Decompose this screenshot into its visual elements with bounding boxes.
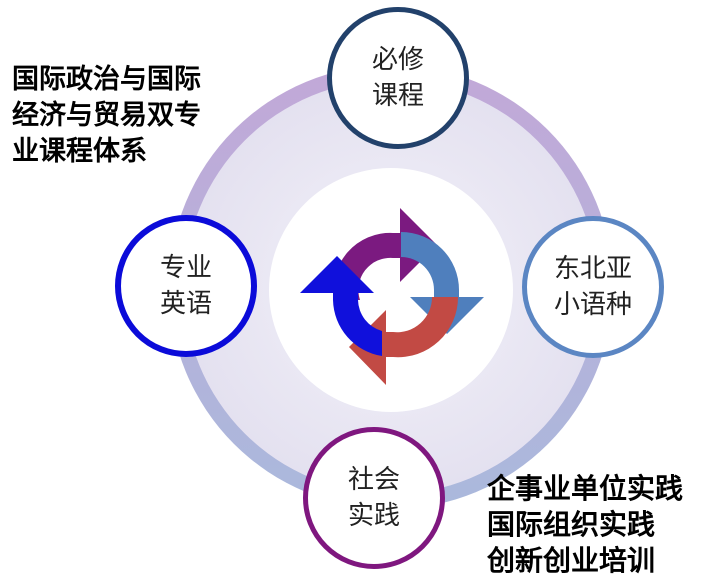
bottom-note-line: 国际组织实践 — [487, 508, 656, 541]
node-label: 专业 — [159, 253, 212, 283]
node-label: 东北亚 — [553, 254, 632, 284]
node-professional-english: 专业 英语 — [115, 215, 257, 357]
left-note-line: 经济与贸易双专 — [12, 100, 201, 131]
left-note-line: 业课程体系 — [12, 136, 147, 167]
node-required-courses: 必修 课程 — [327, 7, 469, 149]
arrow-purple — [333, 208, 437, 300]
left-note: 国际政治与国际 经济与贸易双专 业课程体系 — [12, 62, 201, 170]
arrow-blue — [401, 232, 484, 334]
hub-circle — [269, 168, 513, 412]
bottom-note: 企事业单位实践 国际组织实践 创新创业培训 — [487, 471, 683, 579]
node-northeast-asia-languages: 东北亚 小语种 — [522, 216, 664, 358]
bottom-note-line: 企事业单位实践 — [487, 472, 684, 505]
node-label: 社会 — [347, 465, 400, 495]
node-label: 必修 — [371, 45, 424, 75]
node-label: 小语种 — [553, 290, 632, 320]
node-social-practice: 社会 实践 — [303, 427, 445, 569]
node-label: 实践 — [347, 501, 400, 531]
node-label: 课程 — [371, 81, 424, 111]
left-note-line: 国际政治与国际 — [12, 64, 201, 95]
arrow-deep-blue — [300, 256, 382, 356]
node-label: 英语 — [159, 289, 212, 319]
cycle-arrows-icon — [300, 208, 484, 385]
bottom-note-line: 创新创业培训 — [487, 544, 656, 577]
arrow-red — [349, 297, 459, 385]
